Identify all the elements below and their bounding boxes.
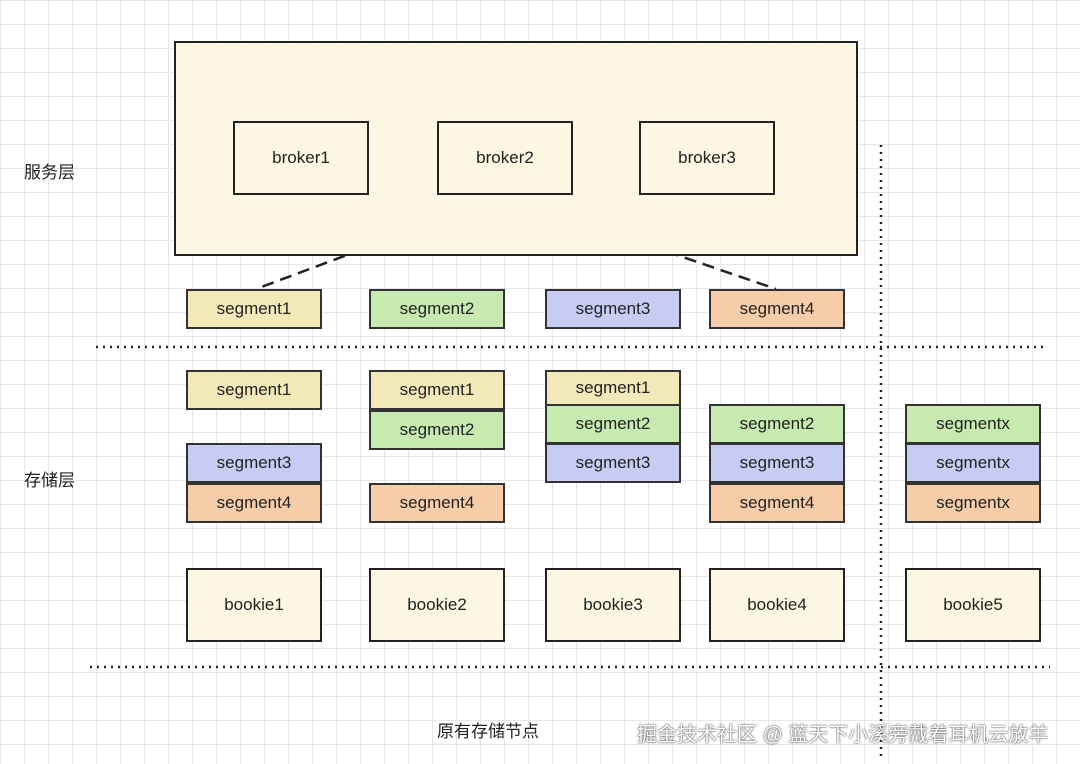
bookie5-box: bookie5 (905, 568, 1041, 642)
bookie1-segment1: segment1 (186, 370, 322, 410)
broker2-box: broker2 (437, 121, 573, 195)
watermark-text: 掘金技术社区 @ 蓝天下小溪旁戴着耳机云放羊 (637, 724, 1049, 746)
bookie4-segment2: segment2 (709, 404, 845, 444)
bookie3-segment3: segment3 (545, 443, 681, 483)
broker-segment2: segment2 (369, 289, 505, 329)
bookie4-segment3: segment3 (709, 443, 845, 483)
original-nodes-label: 原有存储节点 (437, 722, 539, 741)
bookie5-segmentx-3: segmentx (905, 483, 1041, 523)
storage-layer-label: 存储层 (24, 471, 75, 490)
broker-segment3: segment3 (545, 289, 681, 329)
broker3-box: broker3 (639, 121, 775, 195)
bookie4-box: bookie4 (709, 568, 845, 642)
bookie5-segmentx-1: segmentx (905, 404, 1041, 444)
bookie5-segmentx-2: segmentx (905, 443, 1041, 483)
broker1-box: broker1 (233, 121, 369, 195)
bookie2-segment2: segment2 (369, 410, 505, 450)
bookie2-box: bookie2 (369, 568, 505, 642)
bookie4-segment4: segment4 (709, 483, 845, 523)
bookie1-segment3: segment3 (186, 443, 322, 483)
bookie1-segment4: segment4 (186, 483, 322, 523)
broker-segment1: segment1 (186, 289, 322, 329)
bookie3-segment2: segment2 (545, 404, 681, 444)
service-layer-label: 服务层 (24, 163, 75, 182)
broker-segment4: segment4 (709, 289, 845, 329)
bookie1-box: bookie1 (186, 568, 322, 642)
bookie2-segment1: segment1 (369, 370, 505, 410)
bookie3-box: bookie3 (545, 568, 681, 642)
bookie2-segment4: segment4 (369, 483, 505, 523)
bookie3-segment1: segment1 (545, 370, 681, 406)
